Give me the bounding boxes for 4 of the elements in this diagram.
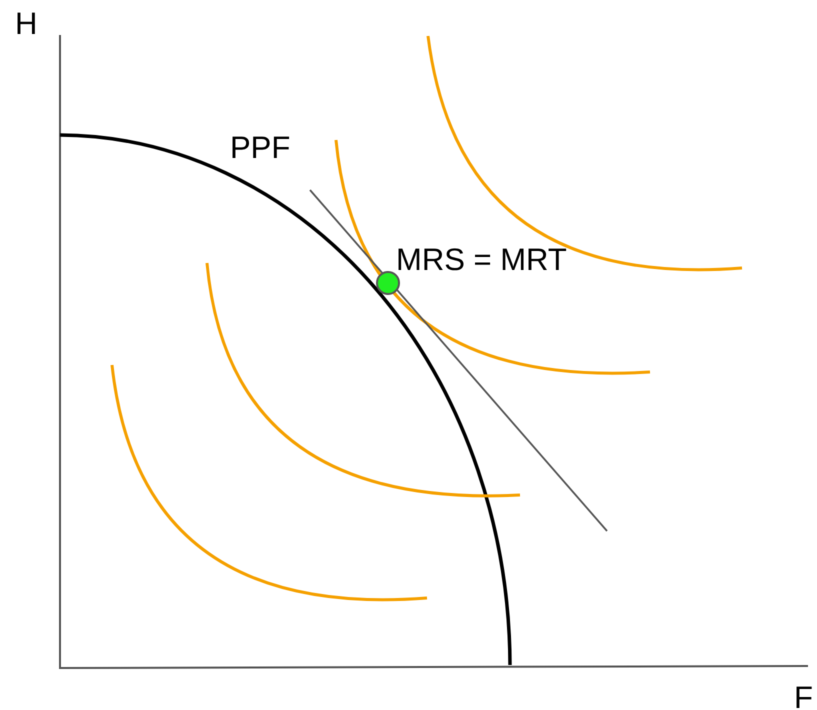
annotation: MRS = MRT — [396, 244, 567, 275]
curve-label: PPF — [230, 132, 290, 163]
axis-label: F — [794, 682, 813, 710]
axis-label: H — [15, 8, 38, 39]
